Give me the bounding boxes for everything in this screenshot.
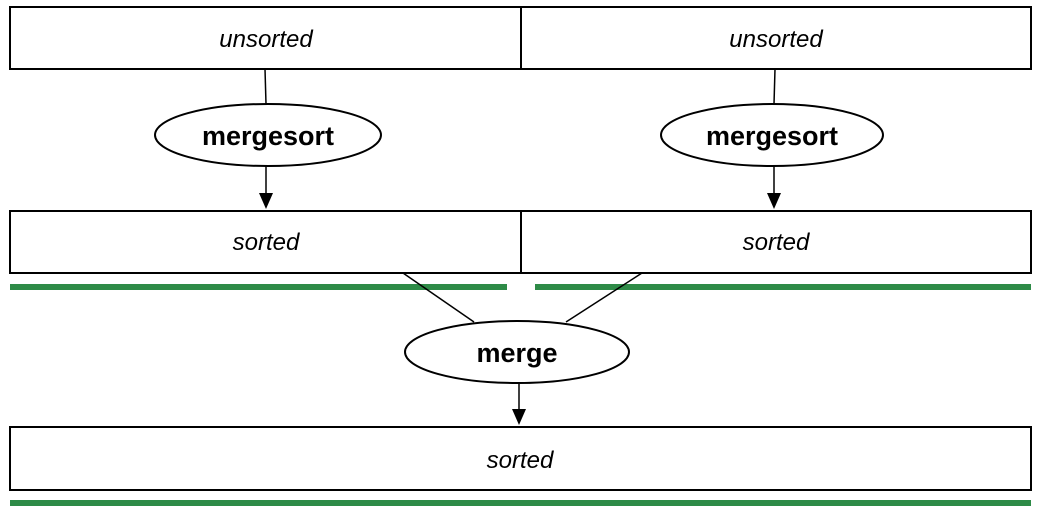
sorted-right-bar (535, 284, 1031, 290)
edge-left-unsorted-to-sort (264, 68, 267, 105)
mergesort-right-node (660, 103, 884, 167)
sorted-right-box (520, 210, 1032, 274)
sorted-right-label: sorted (743, 229, 810, 256)
unsorted-left-label: unsorted (219, 26, 313, 53)
mergesort-left-node (154, 103, 382, 167)
sorted-result-label: sorted (487, 447, 554, 474)
edge-right-unsorted-to-sort (773, 68, 776, 105)
arrow-merge-head (512, 409, 526, 425)
sorted-result-box (9, 426, 1032, 491)
merge-node (404, 320, 630, 384)
arrow-left-head (259, 193, 273, 209)
mergesort-right-label: mergesort (706, 121, 838, 151)
edge-right-sorted-to-merge (565, 272, 643, 323)
edge-left-sorted-to-merge (402, 272, 475, 323)
sorted-left-bar (10, 284, 507, 290)
mergesort-left-label: mergesort (202, 121, 334, 151)
unsorted-left-box (9, 6, 522, 70)
arrow-right-head (767, 193, 781, 209)
sorted-result-bar (10, 500, 1031, 506)
merge-label: merge (476, 338, 557, 368)
sorted-left-label: sorted (233, 229, 300, 256)
unsorted-right-box (520, 6, 1032, 70)
unsorted-right-label: unsorted (729, 26, 823, 53)
